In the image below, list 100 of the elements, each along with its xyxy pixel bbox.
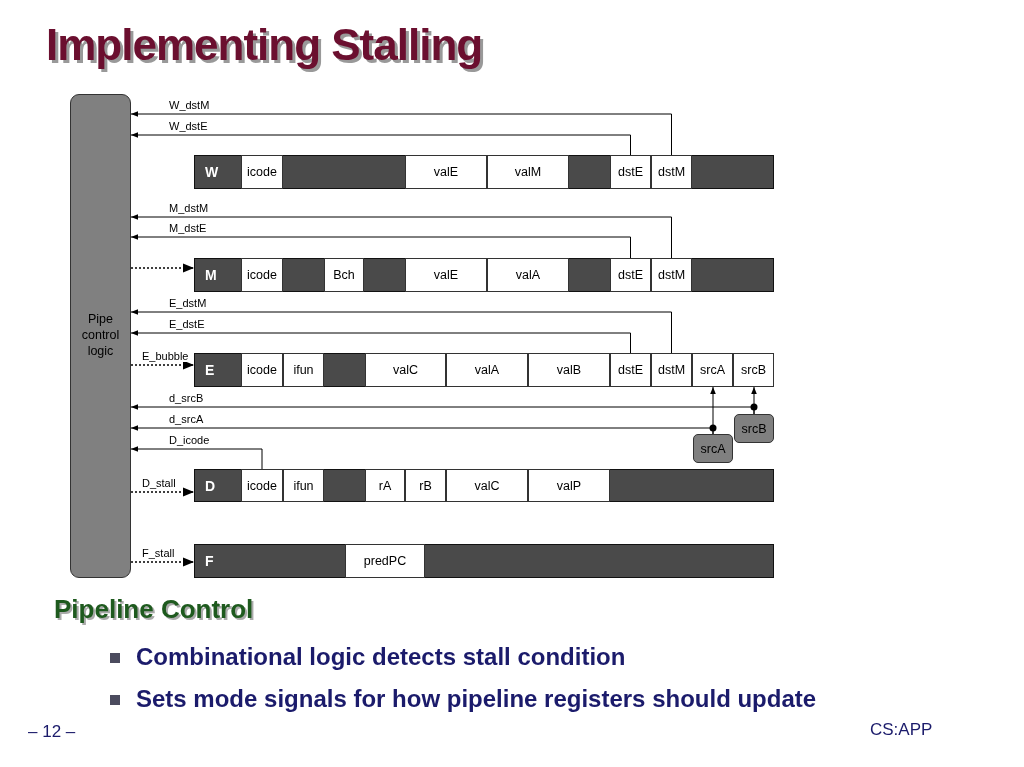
dotted-arrow: [130, 360, 195, 370]
field-label: ifun: [293, 363, 314, 377]
register-field: [241, 353, 283, 387]
register-field: [365, 353, 446, 387]
field-label: icode: [247, 165, 277, 179]
bullet-text: Combinational logic detects stall condition: [136, 643, 626, 671]
register-label: E: [205, 362, 215, 378]
field-label: valA: [474, 363, 500, 377]
register-label: M: [205, 267, 217, 283]
field-label: valB: [556, 363, 582, 377]
arrow: [751, 386, 757, 415]
register-field: [733, 353, 774, 387]
register-label: D: [205, 478, 216, 494]
field-label: dstE: [618, 268, 643, 282]
field-label: valE: [433, 165, 459, 179]
dotted-arrow: [130, 263, 195, 273]
register-field: [692, 353, 733, 387]
register-field: [405, 258, 487, 292]
register-field: [405, 155, 487, 189]
field-label: valC: [393, 363, 418, 377]
register-field: [446, 353, 528, 387]
bullet-text: Sets mode signals for how pipeline registers should update: [136, 685, 817, 713]
register-field: [528, 353, 610, 387]
arrow: [130, 446, 263, 470]
register-field: [487, 258, 569, 292]
field-label: valP: [556, 478, 582, 493]
register-field: [610, 258, 651, 292]
register-field: [365, 469, 405, 502]
register-field: [487, 155, 569, 189]
signal-label: E_dstE: [168, 318, 206, 330]
field-label: icode: [247, 268, 277, 282]
signal-label: W_dstE: [168, 120, 209, 132]
register-field: [651, 353, 692, 387]
field-label: icode: [247, 478, 277, 493]
register-label: F: [205, 553, 214, 569]
signal-label: D_stall: [141, 477, 177, 489]
field-label: valC: [474, 478, 500, 493]
register-field: [283, 353, 324, 387]
field-label: dstM: [657, 268, 686, 282]
pipeline-register: [194, 469, 774, 502]
field-label: rA: [378, 478, 392, 493]
register-field: [345, 544, 425, 578]
pipeline-register: [194, 155, 774, 189]
field-label: dstM: [657, 165, 686, 179]
signal-label: E_bubble: [141, 350, 190, 362]
signal-label: W_dstM: [168, 99, 211, 111]
pipeline-register: [194, 544, 774, 578]
register-field: [283, 469, 324, 502]
arrow: [710, 386, 716, 435]
arrow: [130, 214, 672, 259]
register-label: W: [205, 164, 219, 180]
arrow: [130, 330, 631, 354]
register-field: [528, 469, 610, 502]
field-label: valA: [515, 268, 541, 282]
register-field: [610, 155, 651, 189]
pipeline-register: [194, 353, 774, 387]
field-label: icode: [247, 363, 277, 377]
register-field: [405, 469, 446, 502]
field-label: dstE: [618, 165, 643, 179]
box-label: srcB: [741, 421, 767, 436]
signal-label: M_dstM: [168, 202, 210, 214]
signal-label: F_stall: [141, 547, 176, 559]
register-field: [446, 469, 528, 502]
signal-label: d_srcA: [168, 413, 205, 425]
register-field: [241, 469, 283, 502]
arrow: [130, 132, 631, 156]
arrow: [130, 111, 672, 156]
register-source-box: [693, 434, 733, 463]
section-heading: Pipeline Control: [54, 594, 254, 625]
arrow: [130, 234, 631, 259]
field-label: Bch: [333, 268, 355, 282]
signal-label: M_dstE: [168, 222, 208, 234]
register-field: [651, 155, 692, 189]
register-field: [610, 353, 651, 387]
register-field: [651, 258, 692, 292]
slide-title: Implementing Stalling: [46, 20, 483, 70]
page-number: – 12 –: [28, 722, 76, 742]
register-field: [241, 258, 283, 292]
dotted-arrow: [130, 487, 195, 497]
register-field: [324, 258, 364, 292]
field-label: predPC: [363, 554, 407, 568]
field-label: srcA: [700, 363, 725, 377]
signal-label: D_icode: [168, 434, 211, 446]
box-label: srcA: [700, 441, 726, 456]
pipeline-register: [194, 258, 774, 292]
arrow: [130, 309, 672, 354]
field-label: valM: [514, 165, 542, 179]
block-label: Pipe control logic: [80, 311, 121, 359]
field-label: ifun: [293, 478, 314, 493]
control-logic-block: [70, 94, 131, 578]
field-label: valE: [433, 268, 459, 282]
signal-label: d_srcB: [168, 392, 205, 404]
footer-text: CS:APP: [870, 720, 933, 740]
register-field: [241, 155, 283, 189]
dotted-arrow: [130, 557, 195, 567]
signal-label: E_dstM: [168, 297, 208, 309]
field-label: srcB: [741, 363, 766, 377]
register-source-box: [734, 414, 774, 443]
field-label: rB: [419, 478, 432, 493]
field-label: dstE: [618, 363, 643, 377]
